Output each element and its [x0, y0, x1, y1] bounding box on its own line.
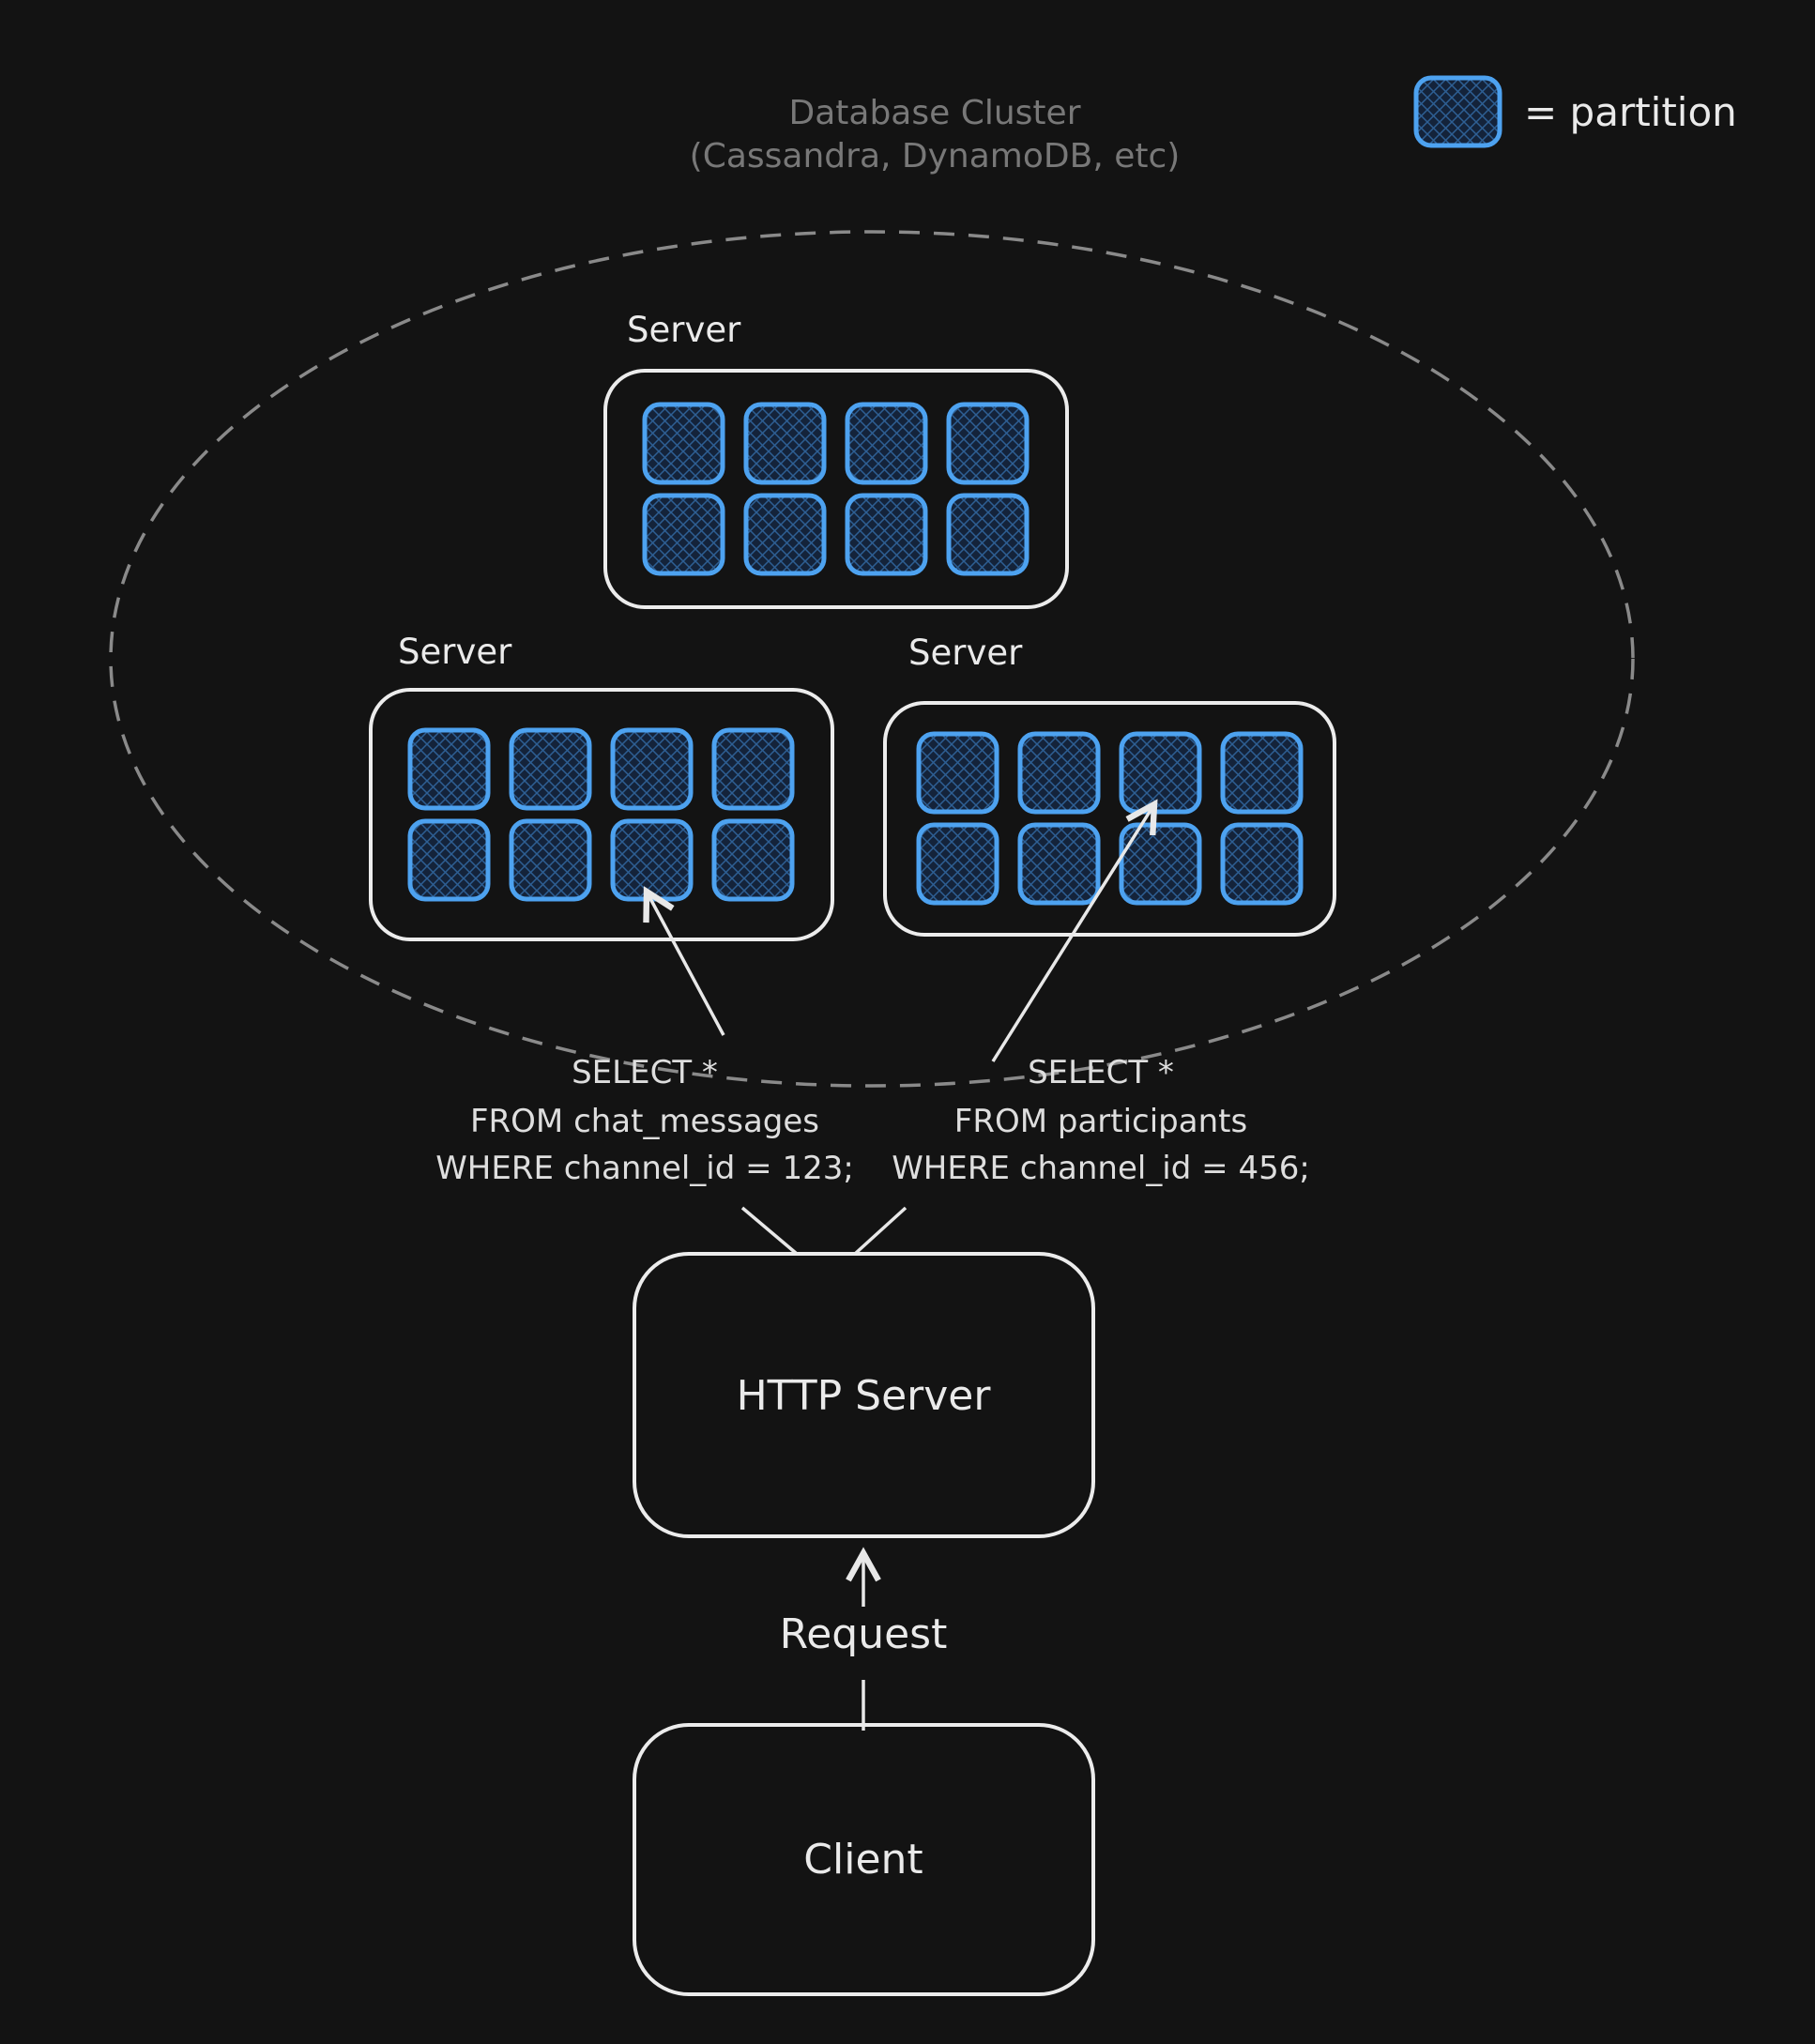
- server-label: Server: [398, 632, 512, 672]
- partition-icon: [1119, 822, 1202, 906]
- query-right-connector: [853, 1206, 908, 1256]
- query-right-arrow: [991, 804, 1154, 1062]
- partition-icon: [743, 493, 827, 576]
- partition-icon: [610, 727, 694, 811]
- partition-icon: [509, 727, 592, 811]
- http-server-label: HTTP Server: [737, 1372, 992, 1420]
- partition-legend-icon: [1413, 75, 1502, 148]
- partition-icon: [1119, 731, 1202, 815]
- server-box: [603, 369, 1069, 609]
- server-right: Server: [883, 633, 1336, 937]
- server-top: Server: [603, 310, 1069, 609]
- partition-icon: [407, 727, 491, 811]
- query-right-label: SELECT * FROM participants WHERE channel…: [892, 1054, 1310, 1187]
- diagram-subtitle: (Cassandra, DynamoDB, etc): [690, 137, 1181, 175]
- query-left-arrow: [647, 892, 725, 1036]
- server-box: [369, 688, 834, 941]
- server-label: Server: [908, 633, 1023, 673]
- partition-icon: [845, 402, 928, 485]
- partition-icon: [407, 818, 491, 902]
- client-node: Client: [633, 1723, 1095, 1996]
- partition-icon: [642, 402, 725, 485]
- legend-label: = partition: [1524, 89, 1737, 135]
- partition-icon: [916, 731, 999, 815]
- query-left-connector: [740, 1206, 799, 1256]
- http-server-node: HTTP Server: [633, 1252, 1095, 1538]
- partition-icon: [610, 818, 694, 902]
- legend: = partition: [1413, 75, 1737, 148]
- server-left: Server: [369, 632, 834, 941]
- request-edge: Request: [780, 1553, 948, 1731]
- partition-icon: [946, 402, 1030, 485]
- query-left-line1: SELECT *: [572, 1054, 718, 1091]
- http-server-box: [633, 1252, 1095, 1538]
- query-left-line2: FROM chat_messages: [470, 1103, 819, 1140]
- partition-icon: [845, 493, 928, 576]
- cluster-boundary: [109, 230, 1635, 1088]
- diagram-title: Database Cluster: [789, 94, 1081, 132]
- server-box: [883, 701, 1336, 937]
- query-left-line3: WHERE channel_id = 123;: [435, 1150, 854, 1187]
- partition-icon: [916, 822, 999, 906]
- partition-icon: [946, 493, 1030, 576]
- partition-icon: [1220, 822, 1304, 906]
- client-box: [633, 1723, 1095, 1996]
- partition-icon: [1017, 731, 1101, 815]
- partition-icon: [743, 402, 827, 485]
- partition-icon: [1220, 731, 1304, 815]
- partition-icon: [711, 818, 795, 902]
- partition-icon: [642, 493, 725, 576]
- partition-icon: [509, 818, 592, 902]
- partition-icon: [711, 727, 795, 811]
- server-label: Server: [627, 310, 741, 350]
- query-right-line2: FROM participants: [954, 1103, 1247, 1140]
- query-left-label: SELECT * FROM chat_messages WHERE channe…: [435, 1054, 854, 1187]
- partition-icon: [1017, 822, 1101, 906]
- query-right-line3: WHERE channel_id = 456;: [892, 1150, 1310, 1187]
- query-right-line1: SELECT *: [1028, 1054, 1174, 1091]
- client-label: Client: [803, 1836, 923, 1884]
- request-label: Request: [780, 1610, 948, 1658]
